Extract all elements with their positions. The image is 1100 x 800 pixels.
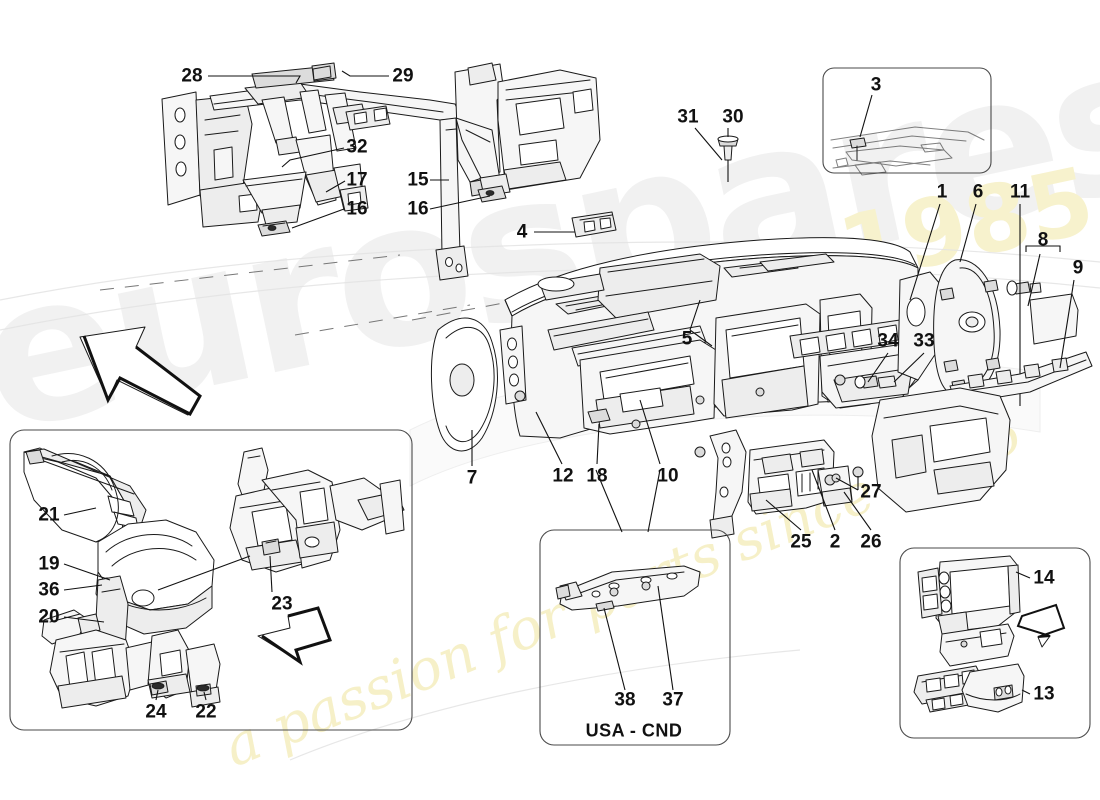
- callout-34: 34: [877, 330, 899, 352]
- callout-36: 36: [38, 579, 60, 601]
- callout-21: 21: [38, 504, 60, 526]
- leader-5: [689, 299, 713, 347]
- part-34-33: [854, 352, 925, 389]
- leader-10: [639, 399, 661, 465]
- callout-37: 37: [662, 689, 684, 711]
- callout-17: 17: [346, 169, 368, 191]
- callout-13: 13: [1033, 683, 1055, 705]
- callout-11: 11: [1009, 181, 1031, 203]
- part-lower-right-trim: [871, 387, 1011, 513]
- leader-usa-1: [595, 469, 623, 533]
- part-6-trim: [933, 203, 1001, 397]
- callout-3: 3: [870, 74, 882, 96]
- callout-30: 30: [722, 106, 744, 128]
- leader-1: [909, 203, 941, 301]
- part-8-9-trim: [949, 245, 1093, 405]
- callout-6: 6: [972, 181, 984, 203]
- clip-strip: [789, 319, 905, 359]
- inset-box-steering: [9, 429, 413, 731]
- usa-cnd-box-label: USA - CND: [579, 720, 689, 742]
- callout-9: 9: [1072, 257, 1084, 279]
- callout-31: 31: [677, 106, 699, 128]
- callout-16b: 16: [407, 198, 429, 220]
- callout-10: 10: [657, 465, 679, 487]
- leader-usa-2: [647, 469, 661, 533]
- part-main-dashboard: [504, 237, 941, 439]
- callout-25: 25: [790, 531, 812, 553]
- part-18-clip: [587, 408, 611, 465]
- callout-12: 12: [552, 465, 574, 487]
- inset-box-nav: [899, 547, 1091, 739]
- callout-20: 20: [38, 606, 60, 628]
- part-11-screw: [1006, 204, 1042, 406]
- callout-33: 33: [913, 330, 935, 352]
- callout-14: 14: [1033, 567, 1055, 589]
- part-console-trim: [872, 388, 1010, 512]
- callout-22: 22: [195, 701, 217, 723]
- inset-box-usa-cnd: [539, 529, 731, 746]
- callout-15: 15: [407, 169, 429, 191]
- part-knee-bolster: [555, 565, 701, 691]
- callout-18: 18: [586, 465, 608, 487]
- callout-19: 19: [38, 553, 60, 575]
- callout-32: 32: [346, 136, 368, 158]
- callout-23: 23: [271, 593, 293, 615]
- part-4-clip: [571, 211, 617, 238]
- part-nav-display: [913, 555, 1066, 713]
- callout-27: 27: [860, 481, 882, 503]
- part-2-control-module: [694, 429, 872, 539]
- callout-28: 28: [181, 65, 203, 87]
- callout-8: 8: [1037, 229, 1049, 251]
- part-7-end-panel: [430, 317, 498, 466]
- callout-7: 7: [466, 467, 478, 489]
- callout-1: 1: [936, 181, 948, 203]
- part-crosscar-beam: [161, 62, 601, 281]
- callout-16a: 16: [346, 198, 368, 220]
- part-steering-column-assembly: [23, 447, 405, 709]
- callout-26: 26: [860, 531, 882, 553]
- inset-box-item3: [822, 67, 992, 176]
- callout-4: 4: [516, 221, 528, 243]
- callout-38: 38: [614, 689, 636, 711]
- part-12-bracket: [499, 325, 563, 465]
- callout-2: 2: [829, 531, 841, 553]
- part-screw-30: [694, 127, 739, 182]
- dashed-guides: [99, 254, 521, 336]
- callout-24: 24: [145, 701, 167, 723]
- callout-5: 5: [681, 328, 693, 350]
- arrow-upper-left-shape: [79, 326, 202, 416]
- callout-29: 29: [392, 65, 414, 87]
